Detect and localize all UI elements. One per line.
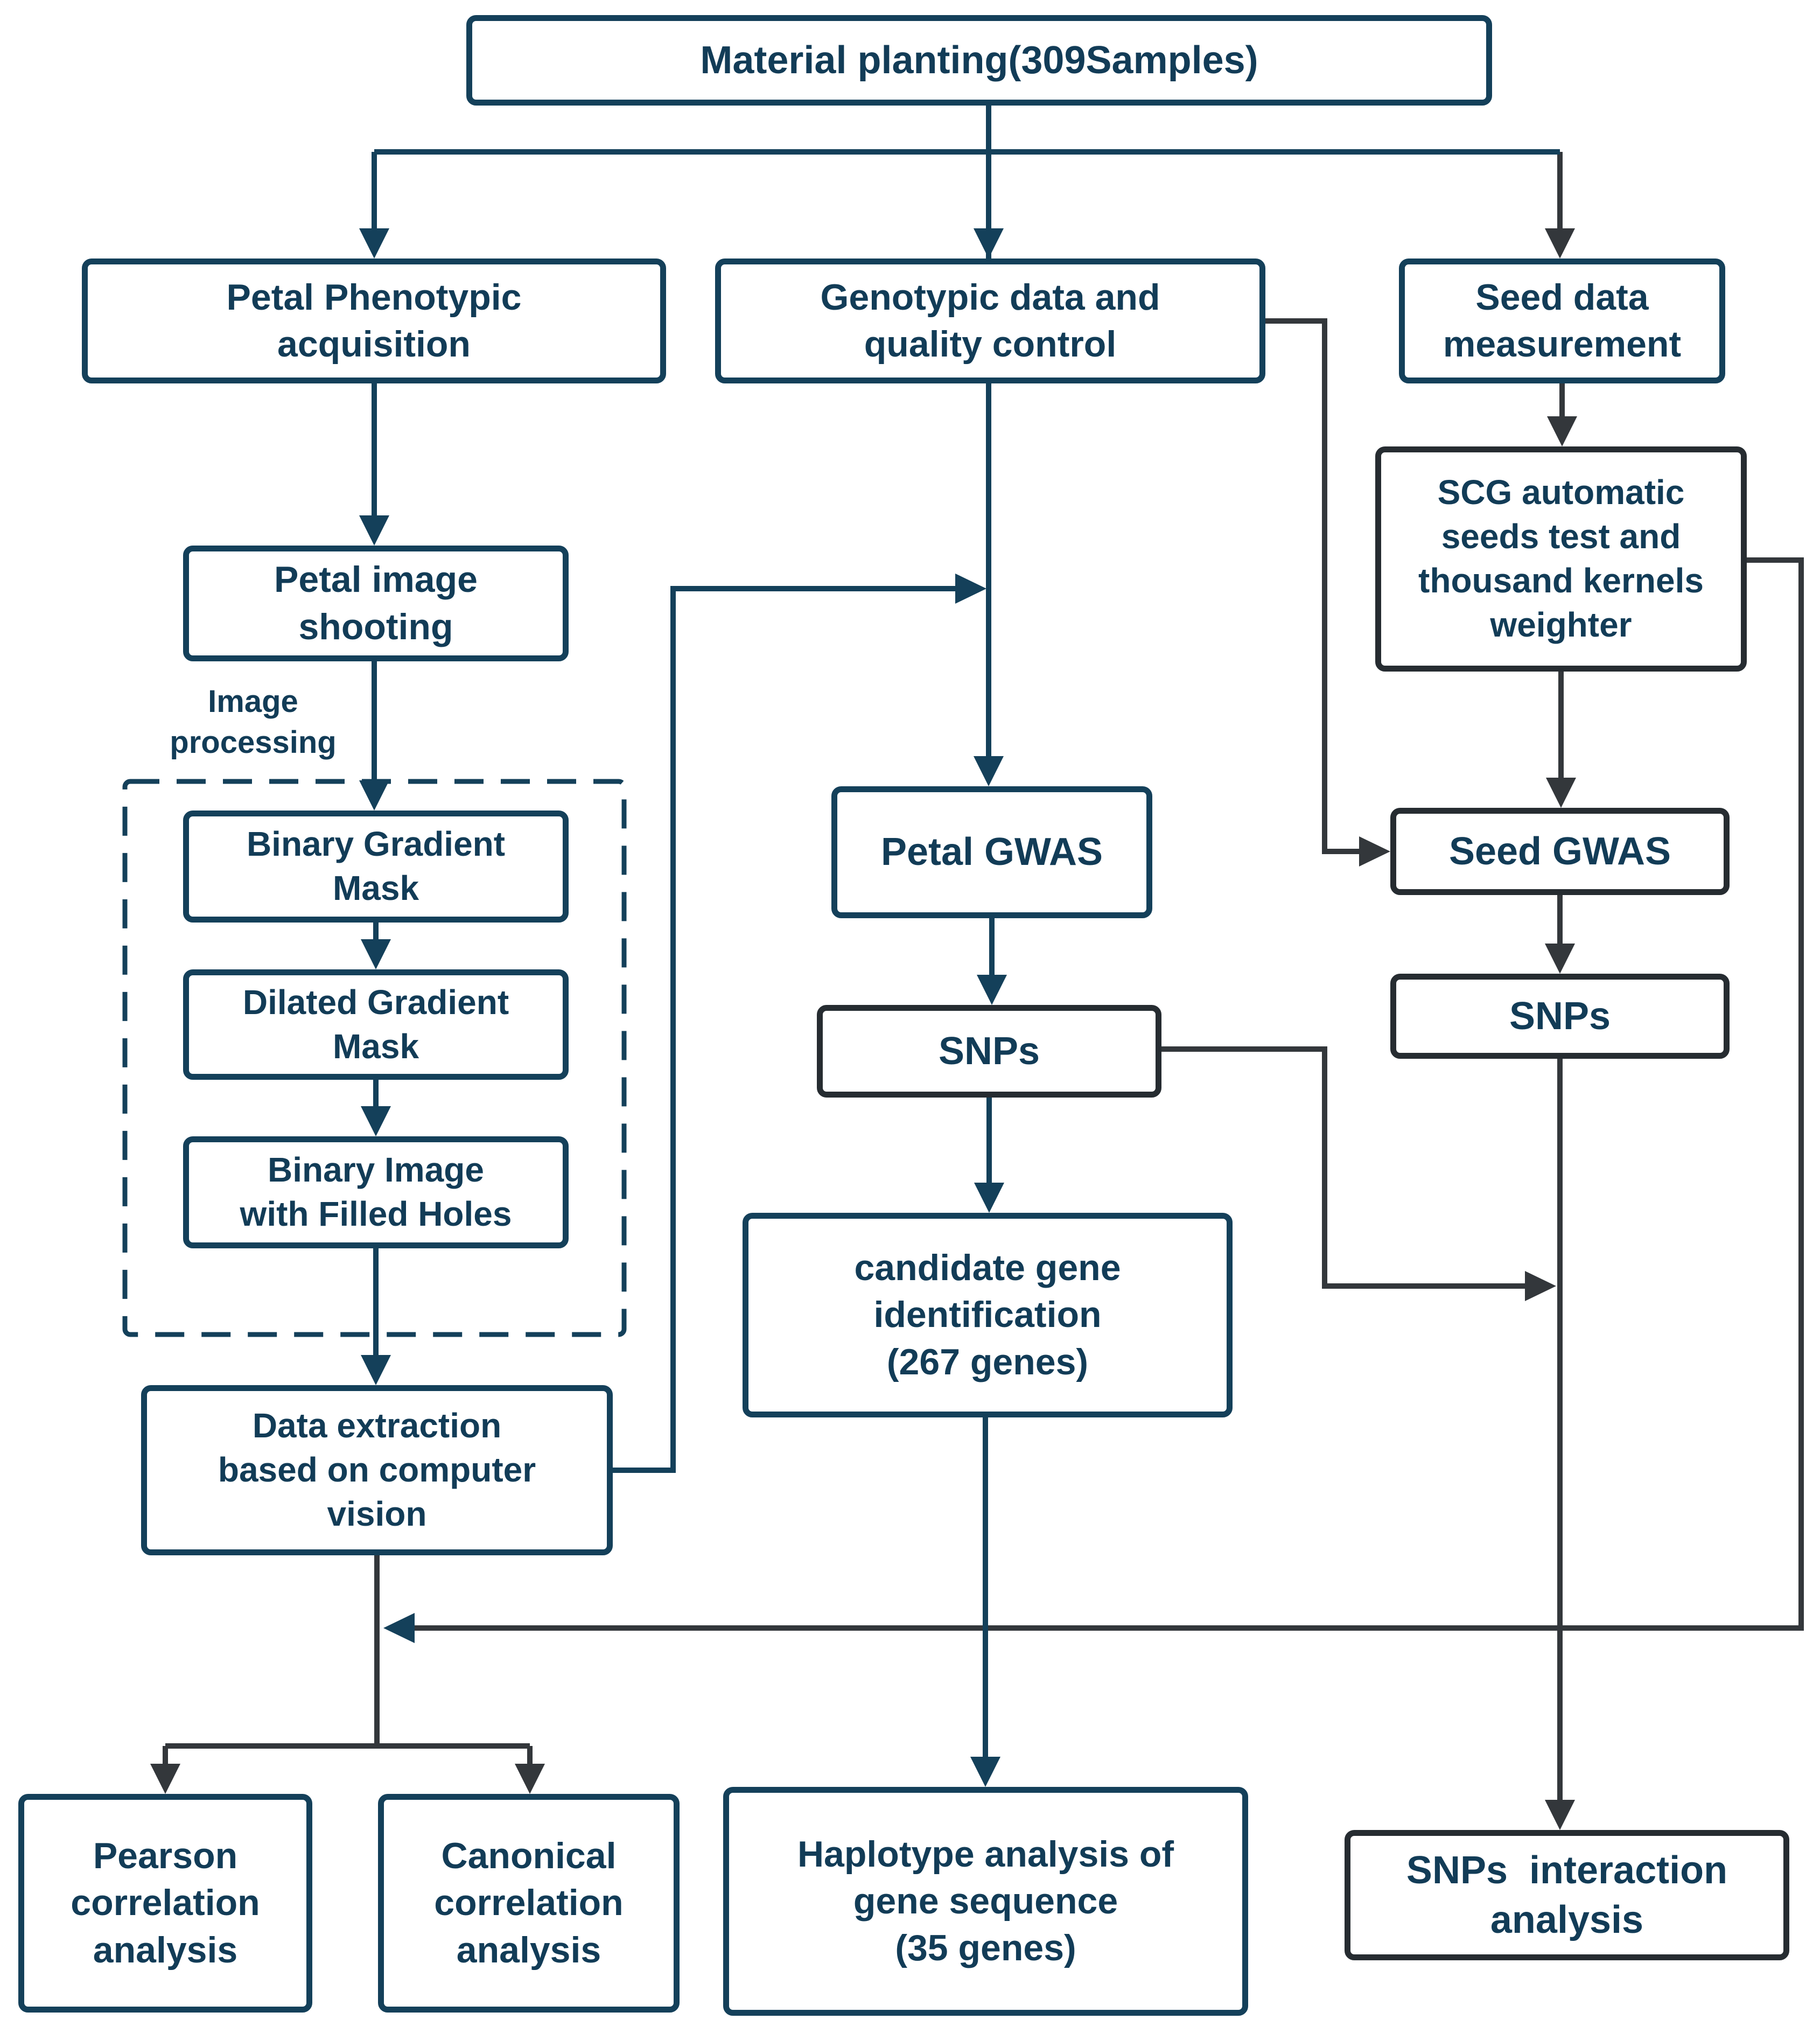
arrowhead-into-petal-gwas <box>974 756 1004 786</box>
node-seed-gwas: Seed GWAS <box>1390 808 1730 895</box>
arrowhead-into-left-column <box>383 1613 415 1643</box>
node-snps-middle: SNPs <box>817 1005 1161 1098</box>
node-label: Petal image shooting <box>274 559 478 647</box>
image-processing-label: Image processing <box>170 684 337 760</box>
node-label: Binary Gradient Mask <box>246 825 506 907</box>
elbow-snps-mid-to-right-column <box>1161 1046 1526 1289</box>
node-material-planting: Material planting(309Samples) <box>466 15 1492 106</box>
arrowhead-into-candidate <box>974 1183 1004 1213</box>
arrowhead-into-seed-gwas-top <box>1546 778 1576 808</box>
node-label: Seed GWAS <box>1448 829 1671 873</box>
image-processing-group-box <box>122 779 627 1337</box>
node-haplotype-analysis: Haplotype analysis of gene sequence (35 … <box>723 1787 1248 2016</box>
node-genotypic-data-quality-control: Genotypic data and quality control <box>715 259 1265 383</box>
node-label: candidate gene identification (267 genes… <box>854 1247 1121 1382</box>
node-label: SCG automatic seeds test and thousand ke… <box>1418 473 1704 644</box>
arrowhead-into-scg <box>1547 416 1577 446</box>
node-dilated-gradient-mask: Dilated Gradient Mask <box>183 969 569 1080</box>
node-label: Pearson correlation analysis <box>71 1835 260 1971</box>
node-label: Canonical correlation analysis <box>434 1835 624 1971</box>
arrowhead-into-snps-interaction <box>1545 1800 1575 1830</box>
node-label: Dilated Gradient Mask <box>242 982 509 1066</box>
arrowhead-into-pearson <box>150 1764 180 1794</box>
node-petal-gwas: Petal GWAS <box>831 786 1152 918</box>
elbow-dataext-to-petal-gwas-line <box>613 586 956 1473</box>
node-pearson-correlation-analysis: Pearson correlation analysis <box>18 1794 312 2013</box>
node-label: Data extraction based on computer vision <box>218 1406 536 1533</box>
node-binary-gradient-mask: Binary Gradient Mask <box>183 811 569 923</box>
node-data-extraction-computer-vision: Data extraction based on computer vision <box>141 1385 613 1555</box>
node-label: Petal Phenotypic acquisition <box>226 276 522 365</box>
arrowhead-into-snps-right <box>1545 944 1575 974</box>
node-label: SNPs interaction analysis <box>1406 1848 1728 1941</box>
node-label: Genotypic data and quality control <box>820 276 1160 365</box>
arrowhead-into-haplotype <box>970 1757 1000 1787</box>
arrowhead-into-petal-image <box>359 515 389 546</box>
node-seed-data-measurement: Seed data measurement <box>1399 259 1725 383</box>
node-canonical-correlation-analysis: Canonical correlation analysis <box>378 1794 680 2013</box>
feedback-scg-to-left-column <box>415 557 1804 1631</box>
node-scg-automatic-seeds-test: SCG automatic seeds test and thousand ke… <box>1375 446 1747 672</box>
node-label: Petal GWAS <box>880 830 1103 874</box>
node-petal-phenotypic-acquisition: Petal Phenotypic acquisition <box>82 259 666 383</box>
arrowhead-into-binary-image <box>361 1106 391 1136</box>
arrowhead-into-seed-data <box>1545 228 1575 259</box>
arrowhead-into-snps-mid <box>977 975 1007 1005</box>
node-snps-right: SNPs <box>1390 974 1730 1059</box>
arrowhead-into-dilated-gradient <box>361 939 391 969</box>
arrowhead-into-canonical <box>515 1764 545 1794</box>
arrowhead-into-genotypic <box>974 228 1004 259</box>
node-binary-image-filled-holes: Binary Image with Filled Holes <box>183 1136 569 1248</box>
node-label: Haplotype analysis of gene sequence (35 … <box>797 1833 1174 1969</box>
node-petal-image-shooting: Petal image shooting <box>183 546 569 661</box>
arrowhead-into-seed-gwas-left <box>1359 836 1390 867</box>
node-candidate-gene-identification: candidate gene identification (267 genes… <box>743 1213 1233 1417</box>
node-label: Binary Image with Filled Holes <box>240 1150 512 1233</box>
arrowhead-into-right-column <box>1525 1271 1556 1301</box>
node-label: SNPs <box>1509 994 1611 1038</box>
arrowhead-into-middle-column <box>955 574 986 604</box>
arrowhead-into-petal-phenotypic <box>359 228 389 259</box>
arrowhead-into-binary-gradient <box>359 780 389 811</box>
node-label: Seed data measurement <box>1443 276 1682 365</box>
node-label: Material planting(309Samples) <box>700 38 1258 82</box>
arrowhead-into-data-extraction <box>361 1355 391 1385</box>
node-label: SNPs <box>938 1029 1040 1073</box>
elbow-genotypic-to-seed-gwas <box>1265 318 1360 854</box>
split-dataext-to-correlations <box>163 1555 533 1768</box>
node-snps-interaction-analysis: SNPs interaction analysis <box>1345 1830 1789 1960</box>
